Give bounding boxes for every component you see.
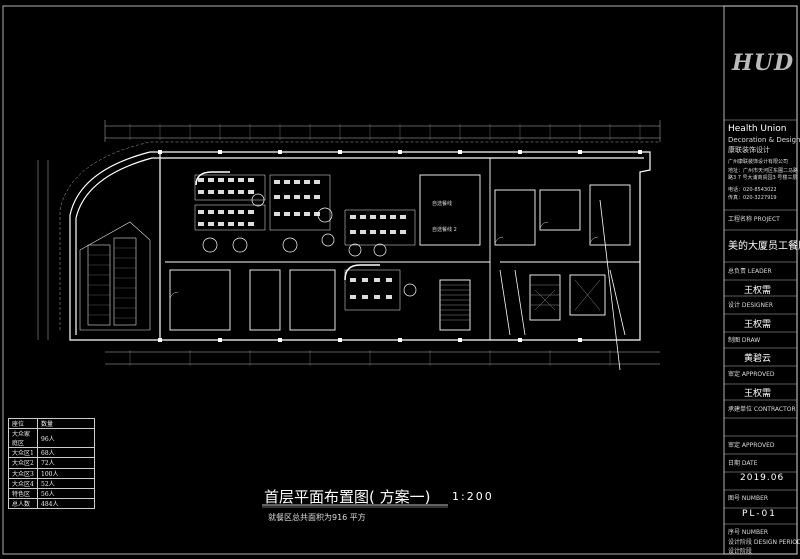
drawing-subtitle: 就餐区总共面积为916 平方: [268, 513, 366, 522]
table-row: 大众家庭区 96人: [8, 428, 95, 449]
company-logo: HUD: [731, 50, 795, 76]
table-row: 总人数 484人: [8, 498, 95, 510]
approved2-label: 审定 APPROVED: [728, 442, 775, 449]
table-row: 大众区1 68人: [8, 447, 95, 459]
table-cell: 大众区2: [8, 457, 38, 469]
sequence-label: 序号 NUMBER: [728, 529, 769, 536]
table-row: 特色区 56人: [8, 487, 95, 500]
room-label-buffet-2: 自选餐线 2: [432, 227, 457, 233]
table-row: 大众区2 72人: [8, 457, 95, 469]
date-value: 2019.06: [740, 473, 785, 483]
company-name-en-1: Health Union: [728, 124, 787, 134]
number-value: PL-01: [742, 509, 777, 519]
drawing-title: 首层平面布置图( 方案一): [264, 488, 431, 506]
leader-label: 总负责 LEADER: [728, 268, 772, 275]
date-label: 日期 DATE: [728, 460, 758, 467]
table-cell: 68人: [37, 447, 95, 459]
drawing-scale: 1:200: [452, 490, 494, 503]
table-cell: 大众区4: [8, 477, 38, 489]
approved-label: 审定 APPROVED: [728, 371, 775, 378]
number-label: 图号 NUMBER: [728, 495, 769, 502]
table-cell: 大众区1: [8, 447, 38, 459]
company-name-en-2: Decoration & Design: [728, 136, 800, 144]
address-line-1: 地址：广州市天河区东圃二马路: [728, 168, 799, 174]
table-cell: 52人: [37, 477, 95, 489]
table-cell: 96人: [37, 428, 95, 449]
period-label: 设计阶段 DESIGN PERIOD: [728, 539, 800, 546]
project-label: 工程名称 PROJECT: [728, 216, 780, 223]
designer-label: 设计 DESIGNER: [728, 302, 773, 309]
table-cell: 特色区: [8, 487, 38, 500]
table-cell: 72人: [37, 457, 95, 469]
project-name: 美的大厦员工餐厅: [728, 241, 800, 252]
seating-capacity-table: 座位 数量 大众家庭区 96人 大众区1 68人 大众区2 72人 大众区3 1…: [8, 417, 95, 510]
draw-label: 制图 DRAW: [728, 337, 761, 344]
table-header-cell: 数量: [37, 417, 95, 430]
table-cell: 484人: [37, 498, 95, 510]
designer-name: 王权需: [744, 320, 772, 330]
table-cell: 56人: [37, 487, 95, 500]
company-full-name: 广州康联装饰设计有限公司: [728, 159, 789, 165]
table-header-cell: 座位: [8, 417, 38, 430]
period-value: 设计阶段: [728, 548, 753, 555]
table-row: 大众区4 52人: [8, 477, 95, 489]
table-header-row: 座位 数量: [8, 417, 95, 430]
address-line-2: 路3 7 号大浦商贸园3 号楼三层: [728, 175, 798, 181]
draw-name: 黄碧云: [744, 354, 772, 364]
table-cell: 100人: [37, 467, 95, 479]
company-name-cn: 康联装饰设计: [728, 146, 770, 154]
telephone: 电话：020-8543022: [728, 187, 777, 193]
leader-name: 王权需: [744, 286, 772, 296]
contractor-label: 承建单位 CONTRACTOR: [728, 406, 796, 413]
table-cell: 大众区3: [8, 467, 38, 479]
fax: 传真：020-3227919: [728, 195, 777, 201]
table-row: 大众区3 100人: [8, 467, 95, 479]
table-cell: 总人数: [8, 498, 38, 510]
table-cell: 大众家庭区: [8, 428, 38, 449]
approved-name: 王权需: [744, 389, 772, 399]
room-label-buffet-1: 自选餐线: [432, 201, 453, 207]
